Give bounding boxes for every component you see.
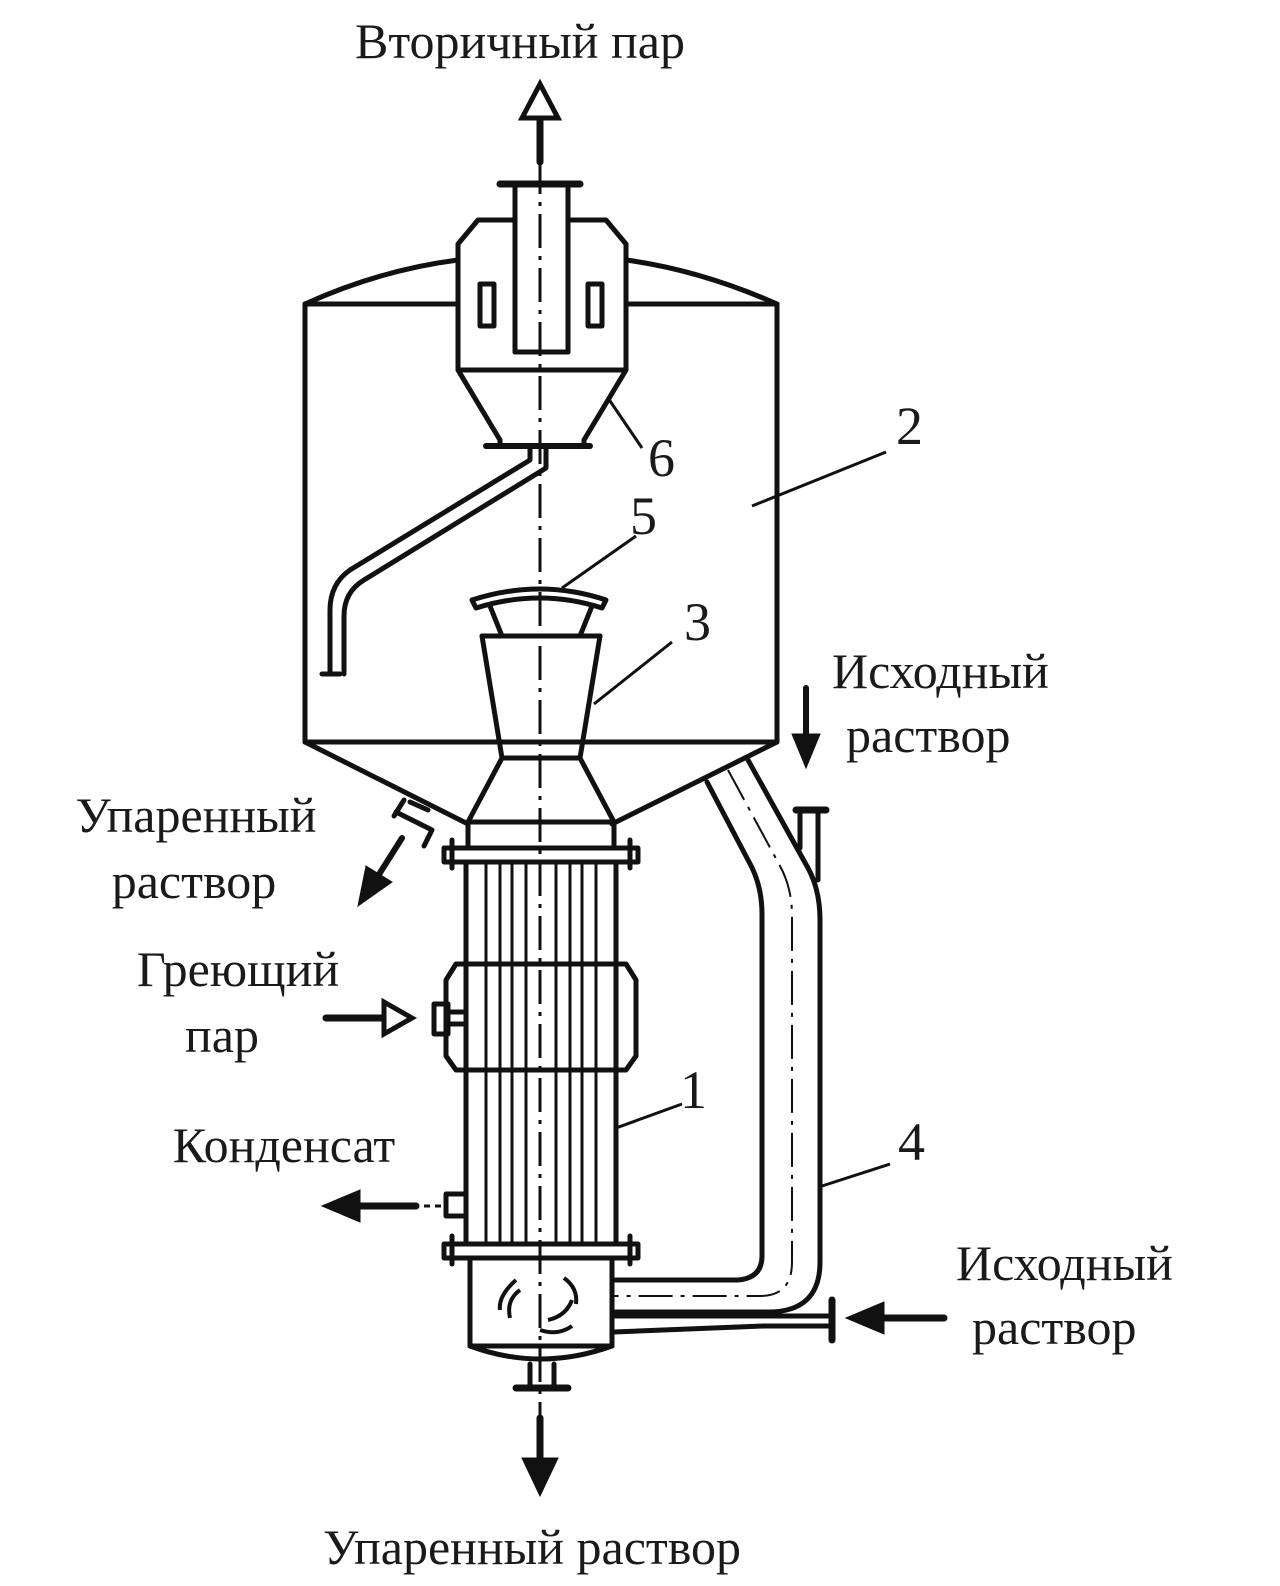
pipe-3	[465, 633, 617, 825]
bottom-outlet-arrow	[521, 1414, 559, 1498]
label-evap-bottom: Упаренный раствор	[323, 1519, 741, 1575]
secondary-steam-arrow	[517, 78, 563, 166]
label-feed-upper-line1: Исходный	[832, 643, 1049, 699]
side-outlet-nozzle	[391, 797, 435, 849]
drain-pipe	[319, 445, 549, 677]
callout-2-leader	[751, 450, 887, 508]
lower-feed-arrow	[844, 1301, 948, 1335]
label-feed-lower-line2: раствор	[972, 1299, 1137, 1355]
callout-4-leader	[821, 1162, 891, 1188]
side-outlet-arrow	[357, 835, 405, 908]
callout-3: 3	[684, 592, 711, 652]
callout-2: 2	[896, 396, 923, 456]
tube-bundle	[484, 862, 598, 1244]
callout-1: 1	[680, 1060, 707, 1120]
separator-vessel	[302, 257, 780, 827]
label-evap-side-line1: Упаренный	[75, 787, 316, 843]
condensate-outlet	[320, 1189, 469, 1223]
reflector	[469, 586, 609, 639]
label-heating-steam-line1: Греющий	[137, 941, 339, 997]
callout-6: 6	[648, 428, 675, 488]
label-feed-lower-line1: Исходный	[956, 1235, 1173, 1291]
callout-5-leader	[561, 534, 637, 590]
callout-1-leader	[615, 1102, 683, 1130]
label-condensate: Конденсат	[173, 1117, 396, 1173]
droplet-separator	[455, 180, 629, 449]
callout-6-leader	[606, 397, 644, 449]
upper-feed-arrow	[791, 685, 821, 770]
circulation-pipe	[611, 757, 836, 1344]
callout-5: 5	[630, 486, 657, 546]
heating-chamber	[441, 821, 641, 1267]
callout-3-leader	[593, 640, 673, 706]
heating-steam-inlet	[322, 997, 469, 1039]
upper-feed-nozzle	[792, 806, 830, 883]
label-heating-steam-line2: пар	[185, 1007, 259, 1063]
label-secondary-steam: Вторичный пар	[355, 13, 685, 69]
label-feed-upper-line2: раствор	[846, 707, 1011, 763]
label-evap-side-line2: раствор	[112, 853, 277, 909]
callout-4: 4	[898, 1112, 925, 1172]
